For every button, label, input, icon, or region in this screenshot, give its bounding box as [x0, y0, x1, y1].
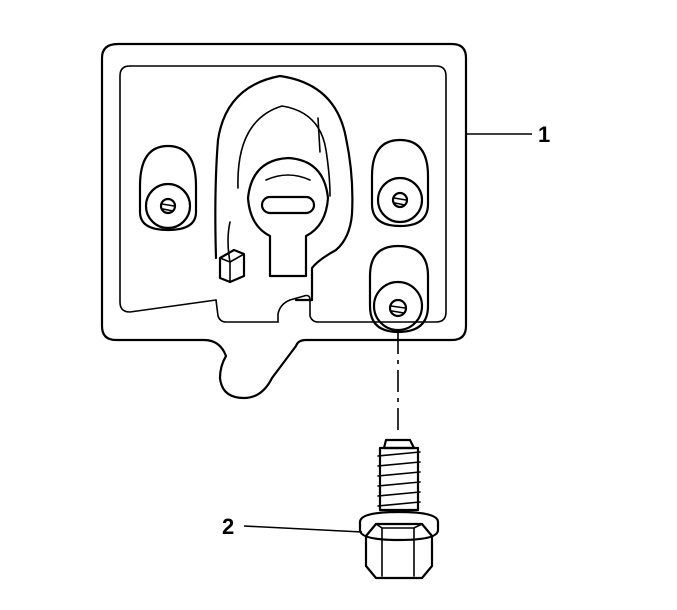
left-boss	[138, 144, 198, 232]
locating-lug	[218, 248, 246, 284]
right-boss	[370, 138, 430, 228]
callout-1: 1	[466, 122, 550, 147]
callout-2: 2	[222, 514, 363, 539]
lower-boss	[368, 244, 430, 334]
callout-1-label: 1	[538, 122, 550, 147]
callout-2-label: 2	[222, 514, 234, 539]
bracket-plate	[100, 42, 468, 400]
flange-screw	[358, 438, 440, 580]
